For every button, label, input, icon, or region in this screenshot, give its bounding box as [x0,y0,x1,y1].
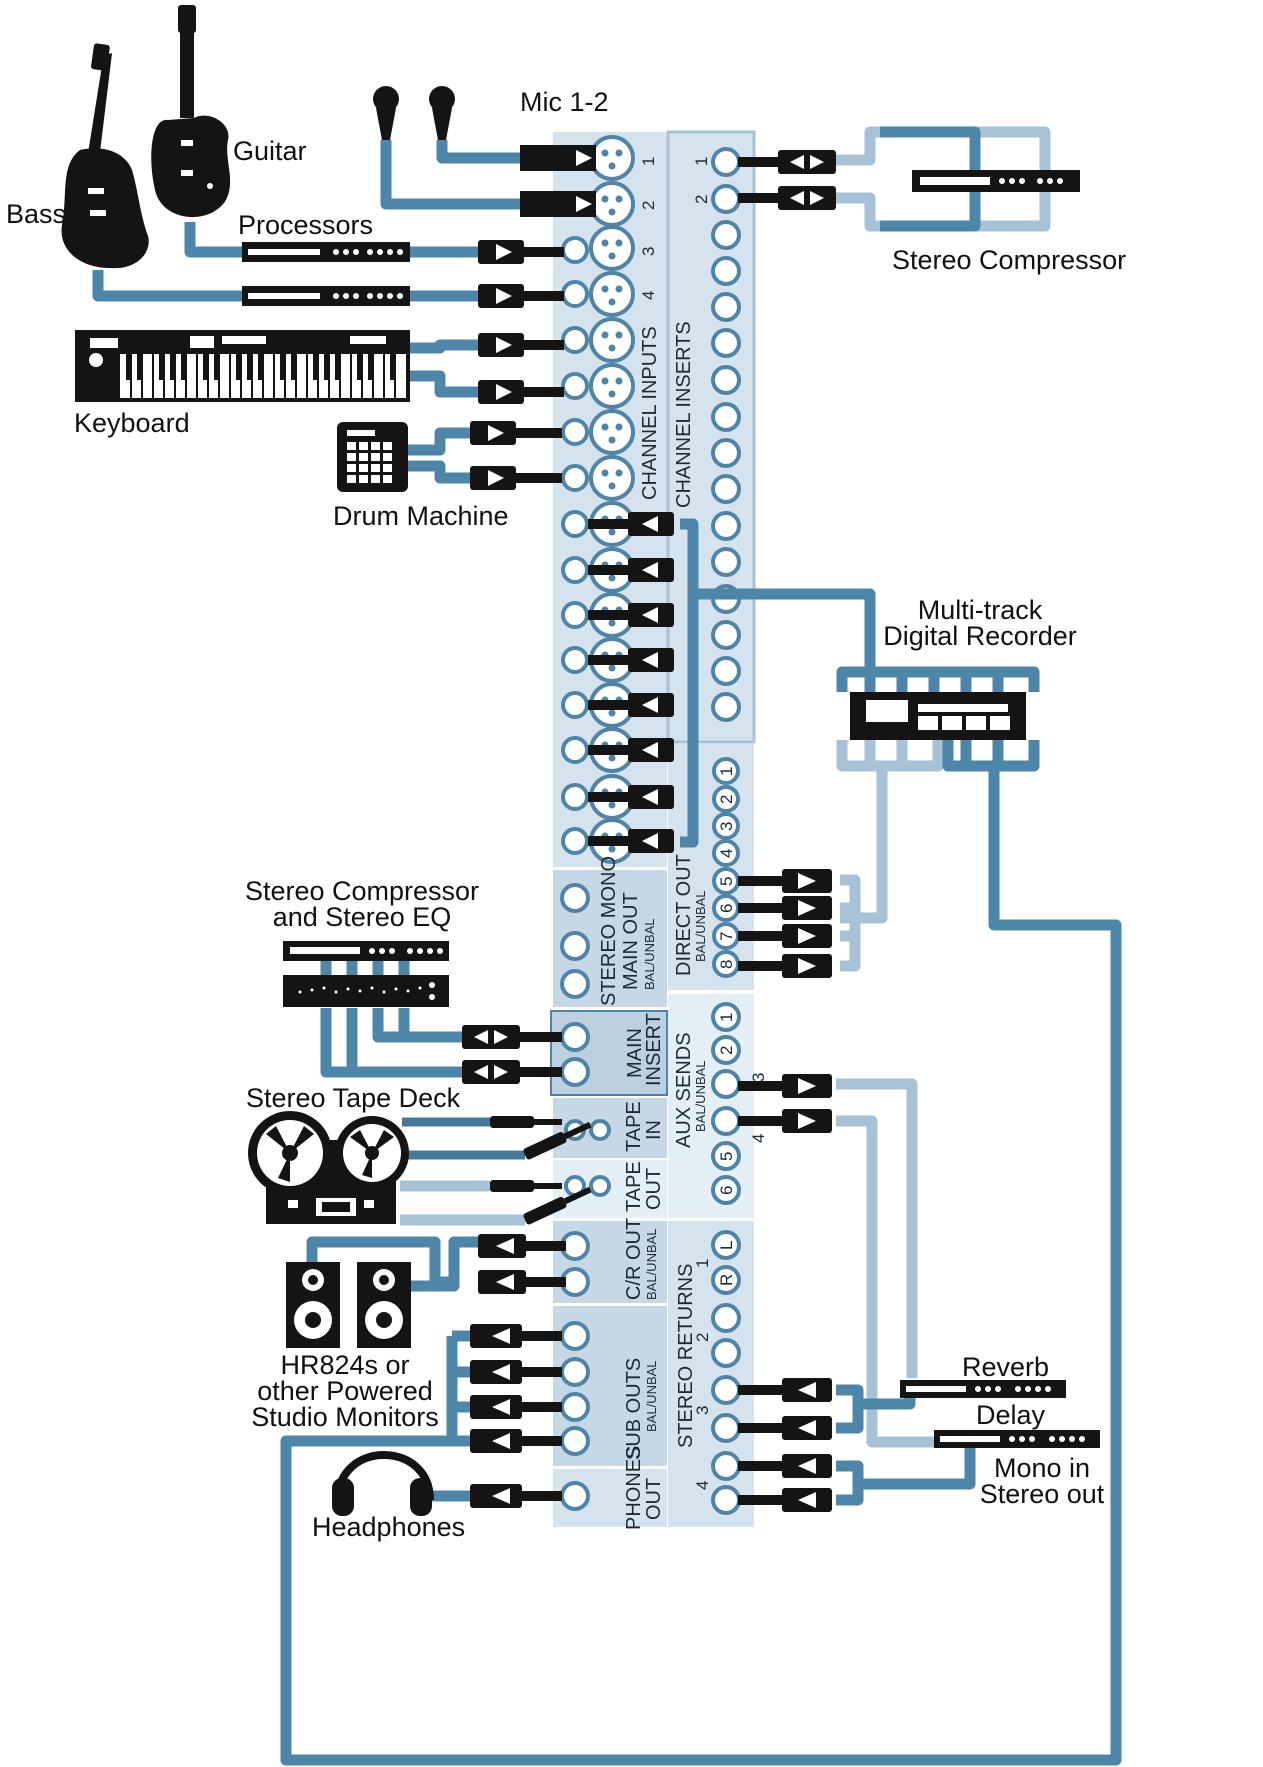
svg-text:2: 2 [693,1333,712,1342]
aux-sends-sub-label: BAL/UNBAL [693,1060,708,1132]
tape-out-label-line1: TAPE [623,1161,645,1212]
headphones-icon [332,1451,434,1516]
svg-text:R: R [717,1274,736,1286]
reverb-label: Reverb [962,1352,1049,1382]
svg-text:1: 1 [717,767,736,776]
svg-text:2: 2 [717,795,736,804]
stereo-compressor-icon [912,170,1080,192]
monitors-label-line3: Studio Monitors [251,1402,439,1432]
svg-text:2: 2 [692,195,711,204]
studio-monitor-icon [286,1262,411,1348]
tape-in-label-line1: TAPE [623,1101,645,1152]
comp-eq-label-line2: and Stereo EQ [273,902,452,932]
tape-out-label-line2: OUT [643,1168,665,1210]
mic-label: Mic 1-2 [520,87,609,117]
monitors-label-line1: HR824s or [280,1350,409,1380]
guitar-icon [151,5,231,218]
mono-label-line1: Mono in [994,1453,1090,1483]
sub-outs-label: SUB OUTS [623,1358,645,1460]
tape-deck-icon [248,1111,409,1224]
svg-text:1: 1 [693,1259,712,1268]
monitors-label-line2: other Powered [257,1376,433,1406]
recorder-label-line1: Multi-track [918,595,1043,625]
svg-text:3: 3 [693,1406,712,1415]
svg-text:8: 8 [717,960,736,969]
svg-text:2: 2 [639,201,658,210]
svg-text:3: 3 [639,247,658,256]
guitar-label: Guitar [233,136,307,166]
channel-insert-jacks [711,147,741,722]
svg-text:3: 3 [717,822,736,831]
svg-text:1: 1 [692,157,711,166]
microphone-icon [373,86,455,140]
svg-text:5: 5 [717,1152,736,1161]
svg-text:1: 1 [717,1013,736,1022]
right-column-jacks [711,757,741,1515]
delay-label: Delay [976,1400,1046,1430]
reverb-unit-icon [900,1380,1066,1398]
direct-out-label: DIRECT OUT [673,854,695,976]
svg-text:3: 3 [749,1073,768,1082]
processors-label: Processors [238,210,373,240]
tape-in-label-line2: IN [643,1120,665,1140]
svg-text:2: 2 [717,1046,736,1055]
drum-machine-icon [337,422,408,492]
cr-out-sub-label: BAL/UNBAL [644,1228,659,1300]
mono-label-line2: Stereo out [980,1479,1105,1509]
channel-input-jacks [561,135,635,864]
svg-text:4: 4 [749,1134,768,1143]
stereo-mono-sub-label: BAL/UNBAL [642,918,657,990]
phones-label-line2: OUT [643,1478,665,1520]
aux-sends-label: AUX SENDS [673,1032,695,1148]
panel-labels: CHANNEL INPUTS CHANNEL INSERTS STEREO MO… [598,321,708,1530]
main-insert-label-line2: INSERT [643,1013,665,1086]
phones-label-line1: PHONES [623,1446,645,1530]
svg-text:4: 4 [639,291,658,300]
stereo-mono-label-line2: MAIN OUT [620,892,642,990]
processor-rack-icon [242,242,410,306]
svg-text:1: 1 [639,157,658,166]
channel-inputs-label: CHANNEL INPUTS [639,326,661,500]
svg-text:5: 5 [717,877,736,886]
svg-text:7: 7 [717,932,736,941]
headphones-label: Headphones [312,1512,465,1542]
sub-outs-sub-label: BAL/UNBAL [644,1360,659,1432]
keyboard-icon [75,330,410,402]
drum-machine-label: Drum Machine [333,501,509,531]
compressor-eq-icon [283,941,449,1007]
jack-numbers: 1 2 3 4 1 2 1 2 3 4 5 6 7 8 1 2 3 4 5 6 … [639,157,768,1490]
plugs [462,145,836,1512]
svg-text:4: 4 [693,1481,712,1490]
cr-out-label: C/R OUT [623,1218,645,1300]
recorder-label-line2: Digital Recorder [883,621,1077,651]
direct-out-sub-label: BAL/UNBAL [693,890,708,962]
bass-icon [61,43,149,269]
device-labels: Mic 1-2 Guitar Bass Processors Keyboard … [6,87,1126,1542]
tape-deck-label: Stereo Tape Deck [246,1083,461,1113]
stereo-mono-label-line1: STEREO MONO [598,856,620,1006]
svg-text:6: 6 [717,1186,736,1195]
stereo-compressor-label: Stereo Compressor [892,245,1126,275]
svg-text:L: L [717,1241,736,1250]
bass-label: Bass [6,199,66,229]
keyboard-label: Keyboard [74,408,190,438]
recorder-icon [850,692,1026,740]
stereo-returns-label: STEREO RETURNS [675,1264,697,1448]
delay-unit-icon [934,1430,1100,1448]
comp-eq-label-line1: Stereo Compressor [245,876,479,906]
svg-text:6: 6 [717,904,736,913]
svg-text:4: 4 [717,849,736,858]
main-insert-label-line1: MAIN [624,1028,646,1078]
channel-inserts-label: CHANNEL INSERTS [673,321,695,508]
output-jacks [560,883,611,1511]
